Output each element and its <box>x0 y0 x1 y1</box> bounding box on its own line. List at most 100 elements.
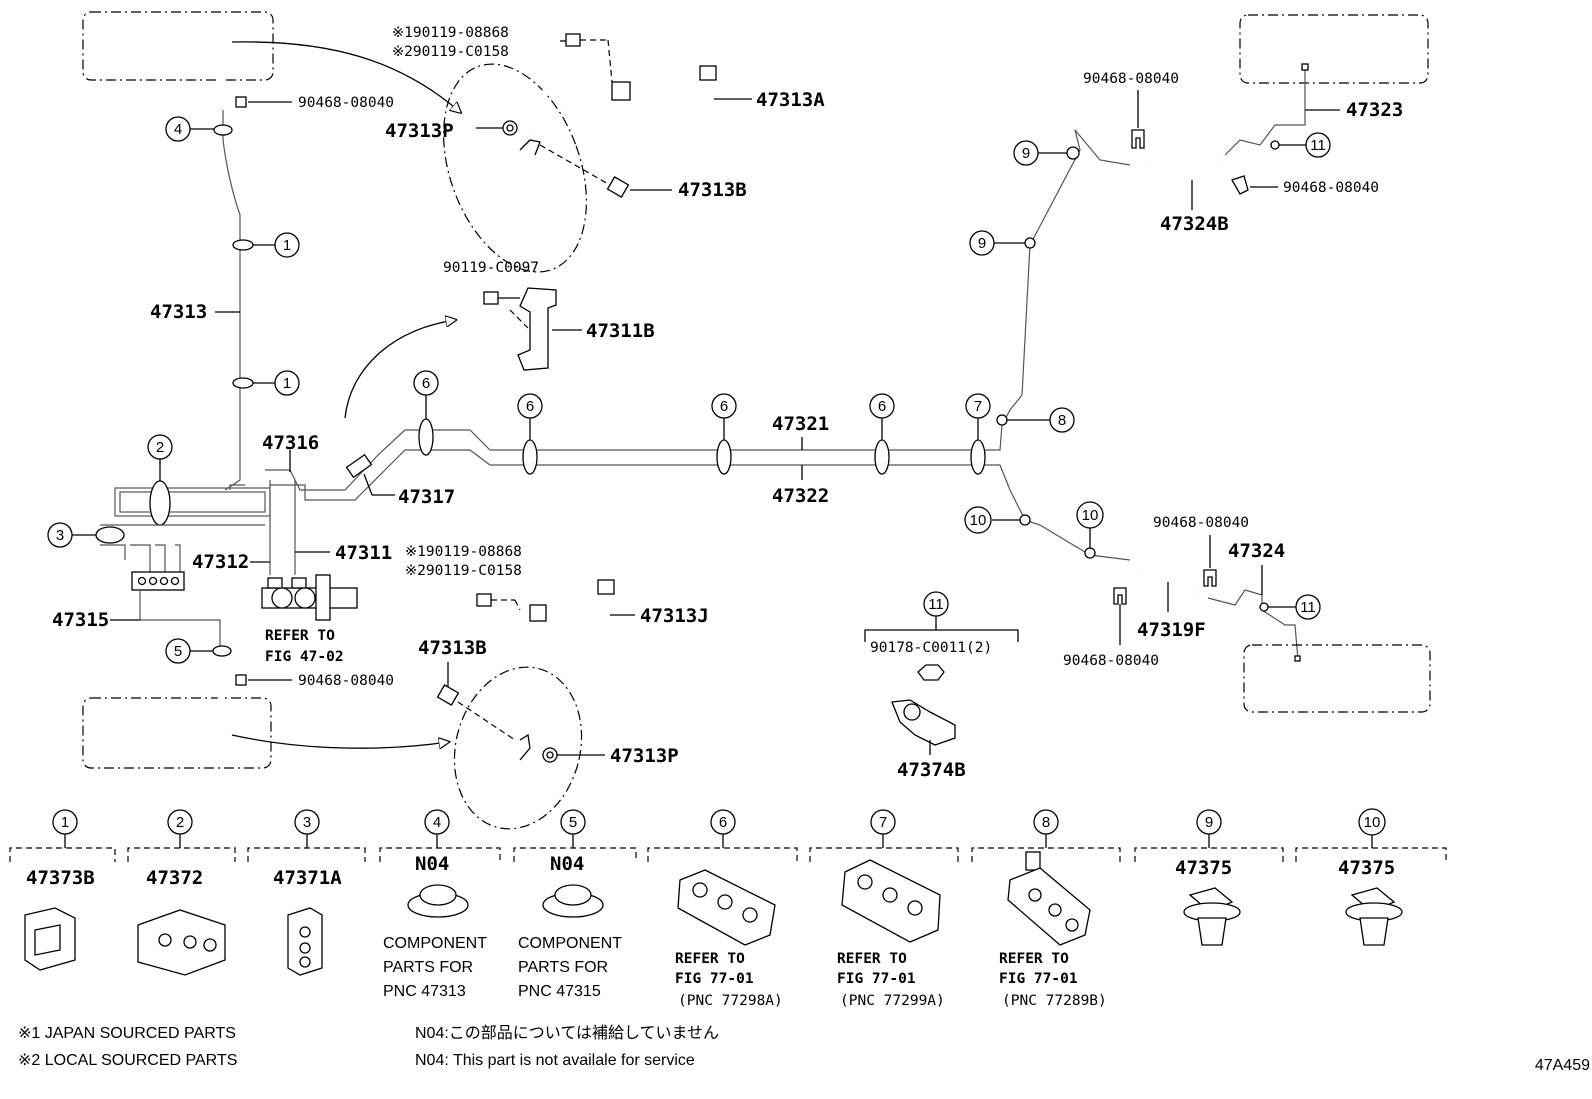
detail-circle-top <box>443 63 587 273</box>
svg-text:10: 10 <box>1364 814 1381 831</box>
label-47317: 47317 <box>398 486 455 508</box>
svg-text:3: 3 <box>303 814 311 831</box>
svg-text:FIG 77-01: FIG 77-01 <box>675 971 754 987</box>
note-japan-sourced: ※1 JAPAN SOURCED PARTS <box>18 1025 236 1042</box>
clip-11-mid <box>1259 602 1269 612</box>
clamp-7 <box>970 439 986 475</box>
svg-text:6: 6 <box>422 375 430 392</box>
callout-6-c <box>711 393 737 419</box>
svg-text:10: 10 <box>1082 507 1099 524</box>
svg-text:COMPONENT: COMPONENT <box>383 935 487 952</box>
svg-text:11: 11 <box>1310 137 1326 154</box>
label-47323: 47323 <box>1346 99 1403 121</box>
callout-11-top <box>1305 132 1331 158</box>
svg-text:PARTS FOR: PARTS FOR <box>383 959 473 976</box>
svg-text:8: 8 <box>1042 814 1050 831</box>
grommet-4-top <box>213 124 233 136</box>
clip-icon-tr1 <box>1131 129 1145 149</box>
nut-90178 <box>917 664 945 681</box>
label-47312: 47312 <box>192 551 249 573</box>
joint-47317 <box>345 453 373 479</box>
svg-text:1: 1 <box>61 814 69 831</box>
clamp-77289B-icon <box>1007 867 1091 946</box>
legend-item-5: 5 N04 COMPONENT PARTS FOR PNC 47315 <box>513 809 637 1000</box>
pipe-47323 <box>1224 70 1306 156</box>
callout-10-b <box>1076 501 1104 529</box>
front-left-wheel-area <box>82 11 274 81</box>
svg-text:9: 9 <box>1205 814 1213 831</box>
rear-right-wheel-area <box>1243 644 1431 713</box>
distribution-block-47315 <box>131 571 185 591</box>
bolt-note-2: ※290119-C0158 <box>392 44 509 60</box>
svg-text:2: 2 <box>176 814 184 831</box>
legend-part-1: 47373B <box>26 867 95 889</box>
svg-text:6: 6 <box>720 398 728 415</box>
callout-9-lower <box>969 230 995 256</box>
clip-9-upper <box>1066 146 1080 160</box>
label-47313J: 47313J <box>640 605 709 627</box>
label-47313B-top: 47313B <box>678 179 747 201</box>
svg-text:10: 10 <box>970 512 987 529</box>
svg-text:PNC 47313: PNC 47313 <box>383 983 466 1000</box>
arrow-to-detail-bottom <box>231 734 448 748</box>
clip-label-top-left: 90468-08040 <box>298 95 394 111</box>
hose-47313J <box>514 589 608 736</box>
callout-3 <box>47 522 73 548</box>
clip-label-tr1: 90468-08040 <box>1083 71 1179 87</box>
label-47311: 47311 <box>335 542 392 564</box>
bolt-90119 <box>483 291 499 305</box>
legend-item-1: 1 47373B <box>9 809 116 971</box>
callout-2 <box>147 434 173 460</box>
svg-text:(PNC 77299A): (PNC 77299A) <box>840 993 945 1009</box>
clamp-3 <box>95 526 125 544</box>
clip-label-mr2: 90468-08040 <box>1063 653 1159 669</box>
callout-1-upper <box>274 232 300 258</box>
svg-text:1: 1 <box>283 375 291 392</box>
label-47313A: 47313A <box>756 89 825 111</box>
callout-6-b <box>517 393 543 419</box>
front-right-wheel-area <box>82 697 272 769</box>
legend-part-2: 47372 <box>146 867 203 889</box>
svg-text:(PNC 77298A): (PNC 77298A) <box>678 993 783 1009</box>
clip-icon-tr2 <box>1231 175 1249 195</box>
label-47313P-top: 47313P <box>385 120 454 142</box>
svg-text:PNC 47315: PNC 47315 <box>518 983 601 1000</box>
clip-47373B-icon <box>24 907 76 971</box>
refer-line-1: REFER TO <box>265 628 335 644</box>
svg-text:7: 7 <box>879 814 887 831</box>
tube-47322 <box>315 449 1026 521</box>
pipe-47313 <box>222 110 241 491</box>
clip-8 <box>996 414 1008 426</box>
bolt-top <box>565 33 581 47</box>
legend-part-4: N04 <box>415 853 449 875</box>
figure-code: 47A459 <box>1535 1057 1590 1074</box>
arrow-to-detail-top <box>231 41 460 112</box>
svg-text:6: 6 <box>878 398 886 415</box>
svg-text:REFER TO: REFER TO <box>837 951 907 967</box>
clip-label-mr1: 90468-08040 <box>1153 515 1249 531</box>
svg-text:(PNC 77289B): (PNC 77289B) <box>1002 993 1107 1009</box>
callout-11-mid <box>1295 594 1321 620</box>
clip-9-lower <box>1024 237 1036 249</box>
clamp-6-a <box>418 418 434 456</box>
label-90178: 90178-C0011(2) <box>870 640 992 656</box>
bolt-note-3: ※190119-08868 <box>405 544 522 560</box>
clamp-6-d <box>874 439 890 475</box>
svg-text:PARTS FOR: PARTS FOR <box>518 959 608 976</box>
legend-part-10: 47375 <box>1338 857 1395 879</box>
note-n04-jp: N04:この部品については補給していません <box>415 1024 719 1042</box>
legend-part-9: 47375 <box>1175 857 1232 879</box>
clamp-1-lower <box>232 377 254 389</box>
note-local-sourced: ※2 LOCAL SOURCED PARTS <box>18 1052 237 1069</box>
legend-item-10: 10 47375 <box>1295 808 1447 946</box>
label-47324: 47324 <box>1228 540 1285 562</box>
callout-1-lower <box>274 370 300 396</box>
svg-text:4: 4 <box>433 814 441 831</box>
clip-icon-bl <box>235 674 247 686</box>
legend-part-3: 47371A <box>273 867 342 889</box>
svg-text:6: 6 <box>526 398 534 415</box>
refer-line-2: FIG 47-02 <box>265 649 344 665</box>
bolt-47313B-bottom <box>436 684 460 706</box>
label-47316: 47316 <box>262 432 319 454</box>
